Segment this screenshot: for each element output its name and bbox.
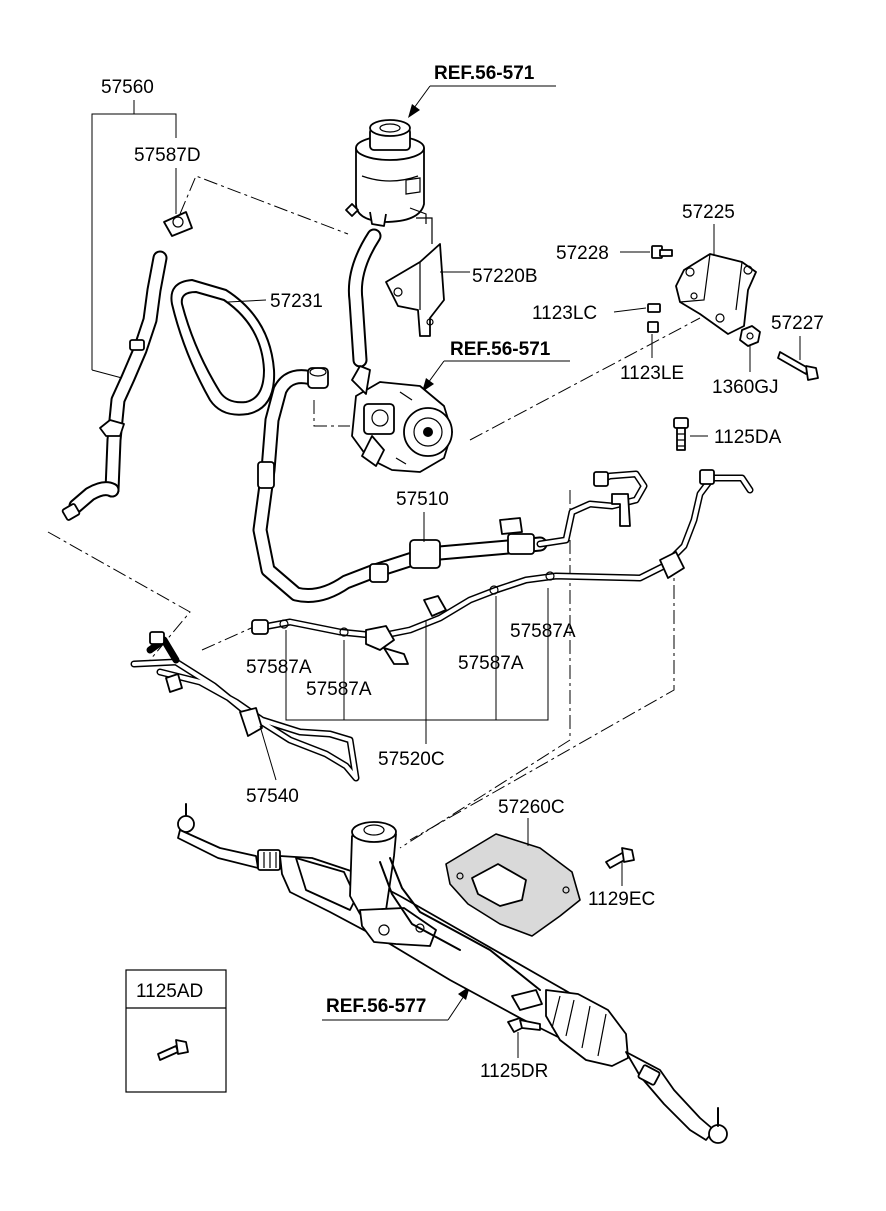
- bolt-1125DR: [507, 1017, 541, 1033]
- part-labels: 57560 57587D 57231 57220B 57225 57228 11…: [101, 77, 824, 1082]
- ref-pump-label[interactable]: REF.56-571: [450, 339, 551, 360]
- label-57231[interactable]: 57231: [270, 291, 323, 312]
- label-57587A-middle[interactable]: 57587A: [458, 653, 524, 674]
- steering-gear-assembly: [177, 803, 728, 1144]
- cooler-57540: [130, 631, 360, 782]
- label-57510[interactable]: 57510: [396, 489, 449, 510]
- ref-reservoir-arrow-icon: [408, 104, 420, 118]
- label-1123LC[interactable]: 1123LC: [532, 303, 597, 324]
- clamp-icon: [339, 627, 349, 637]
- reservoir-assembly: [345, 119, 427, 227]
- hose-57560: [61, 211, 193, 521]
- label-57220B[interactable]: 57220B: [472, 266, 538, 287]
- bolt-1123LC: [647, 303, 661, 313]
- ref-pump[interactable]: REF.56-571: [422, 339, 570, 392]
- ref-pump-arrow-icon: [422, 378, 434, 392]
- hose-57510: [252, 367, 648, 603]
- label-57587A-right[interactable]: 57587A: [510, 621, 576, 642]
- label-1125DR[interactable]: 1125DR: [480, 1061, 548, 1082]
- fasteners-upper-right: [647, 245, 819, 451]
- label-57260C[interactable]: 57260C: [498, 797, 565, 818]
- bolt-1125AD-icon: [157, 1039, 189, 1061]
- ref-reservoir[interactable]: REF.56-571: [408, 63, 556, 118]
- bolt-57228: [651, 245, 673, 259]
- bolt-57227: [777, 351, 819, 381]
- label-1125DA[interactable]: 1125DA: [714, 427, 782, 448]
- ref-reservoir-label[interactable]: REF.56-571: [434, 63, 535, 84]
- ref-gear-label[interactable]: REF.56-577: [326, 996, 426, 1017]
- label-1129EC[interactable]: 1129EC: [588, 889, 655, 910]
- nut-1360GJ: [739, 325, 761, 347]
- label-57228[interactable]: 57228: [556, 243, 609, 264]
- leader-lines: [91, 100, 801, 1058]
- bracket-57220B: [385, 217, 445, 337]
- clamp-icon: [279, 619, 289, 629]
- label-57540[interactable]: 57540: [246, 786, 299, 807]
- label-57520C[interactable]: 57520C: [378, 749, 445, 770]
- label-57560[interactable]: 57560: [101, 77, 154, 98]
- return-line-57520C: [251, 469, 754, 665]
- pump-fitting: [307, 367, 329, 389]
- dashed-reference-lines: [47, 175, 701, 849]
- clamp-icon: [545, 571, 555, 581]
- label-1360GJ[interactable]: 1360GJ: [712, 377, 779, 398]
- clamp-icon: [489, 585, 499, 595]
- reservoir-hose: [347, 228, 382, 368]
- bolt-1129EC: [605, 847, 635, 869]
- heat-shield-57260C: [445, 833, 581, 937]
- label-57587A-left[interactable]: 57587A: [246, 657, 312, 678]
- bolt-1125DA: [673, 417, 689, 451]
- inset-box-1125AD: 1125AD: [125, 969, 227, 1093]
- bolt-1123LE: [647, 321, 659, 333]
- label-57225[interactable]: 57225: [682, 202, 735, 223]
- label-1123LE[interactable]: 1123LE: [620, 363, 684, 384]
- bracket-57225: [675, 253, 757, 335]
- belt-57231: [170, 279, 276, 416]
- label-57227[interactable]: 57227: [771, 313, 824, 334]
- pump-assembly: [351, 365, 453, 473]
- label-1125AD[interactable]: 1125AD: [136, 981, 203, 1002]
- ref-gear[interactable]: REF.56-577: [322, 986, 470, 1021]
- label-57587D[interactable]: 57587D: [134, 145, 201, 166]
- label-57587A-lower[interactable]: 57587A: [306, 679, 372, 700]
